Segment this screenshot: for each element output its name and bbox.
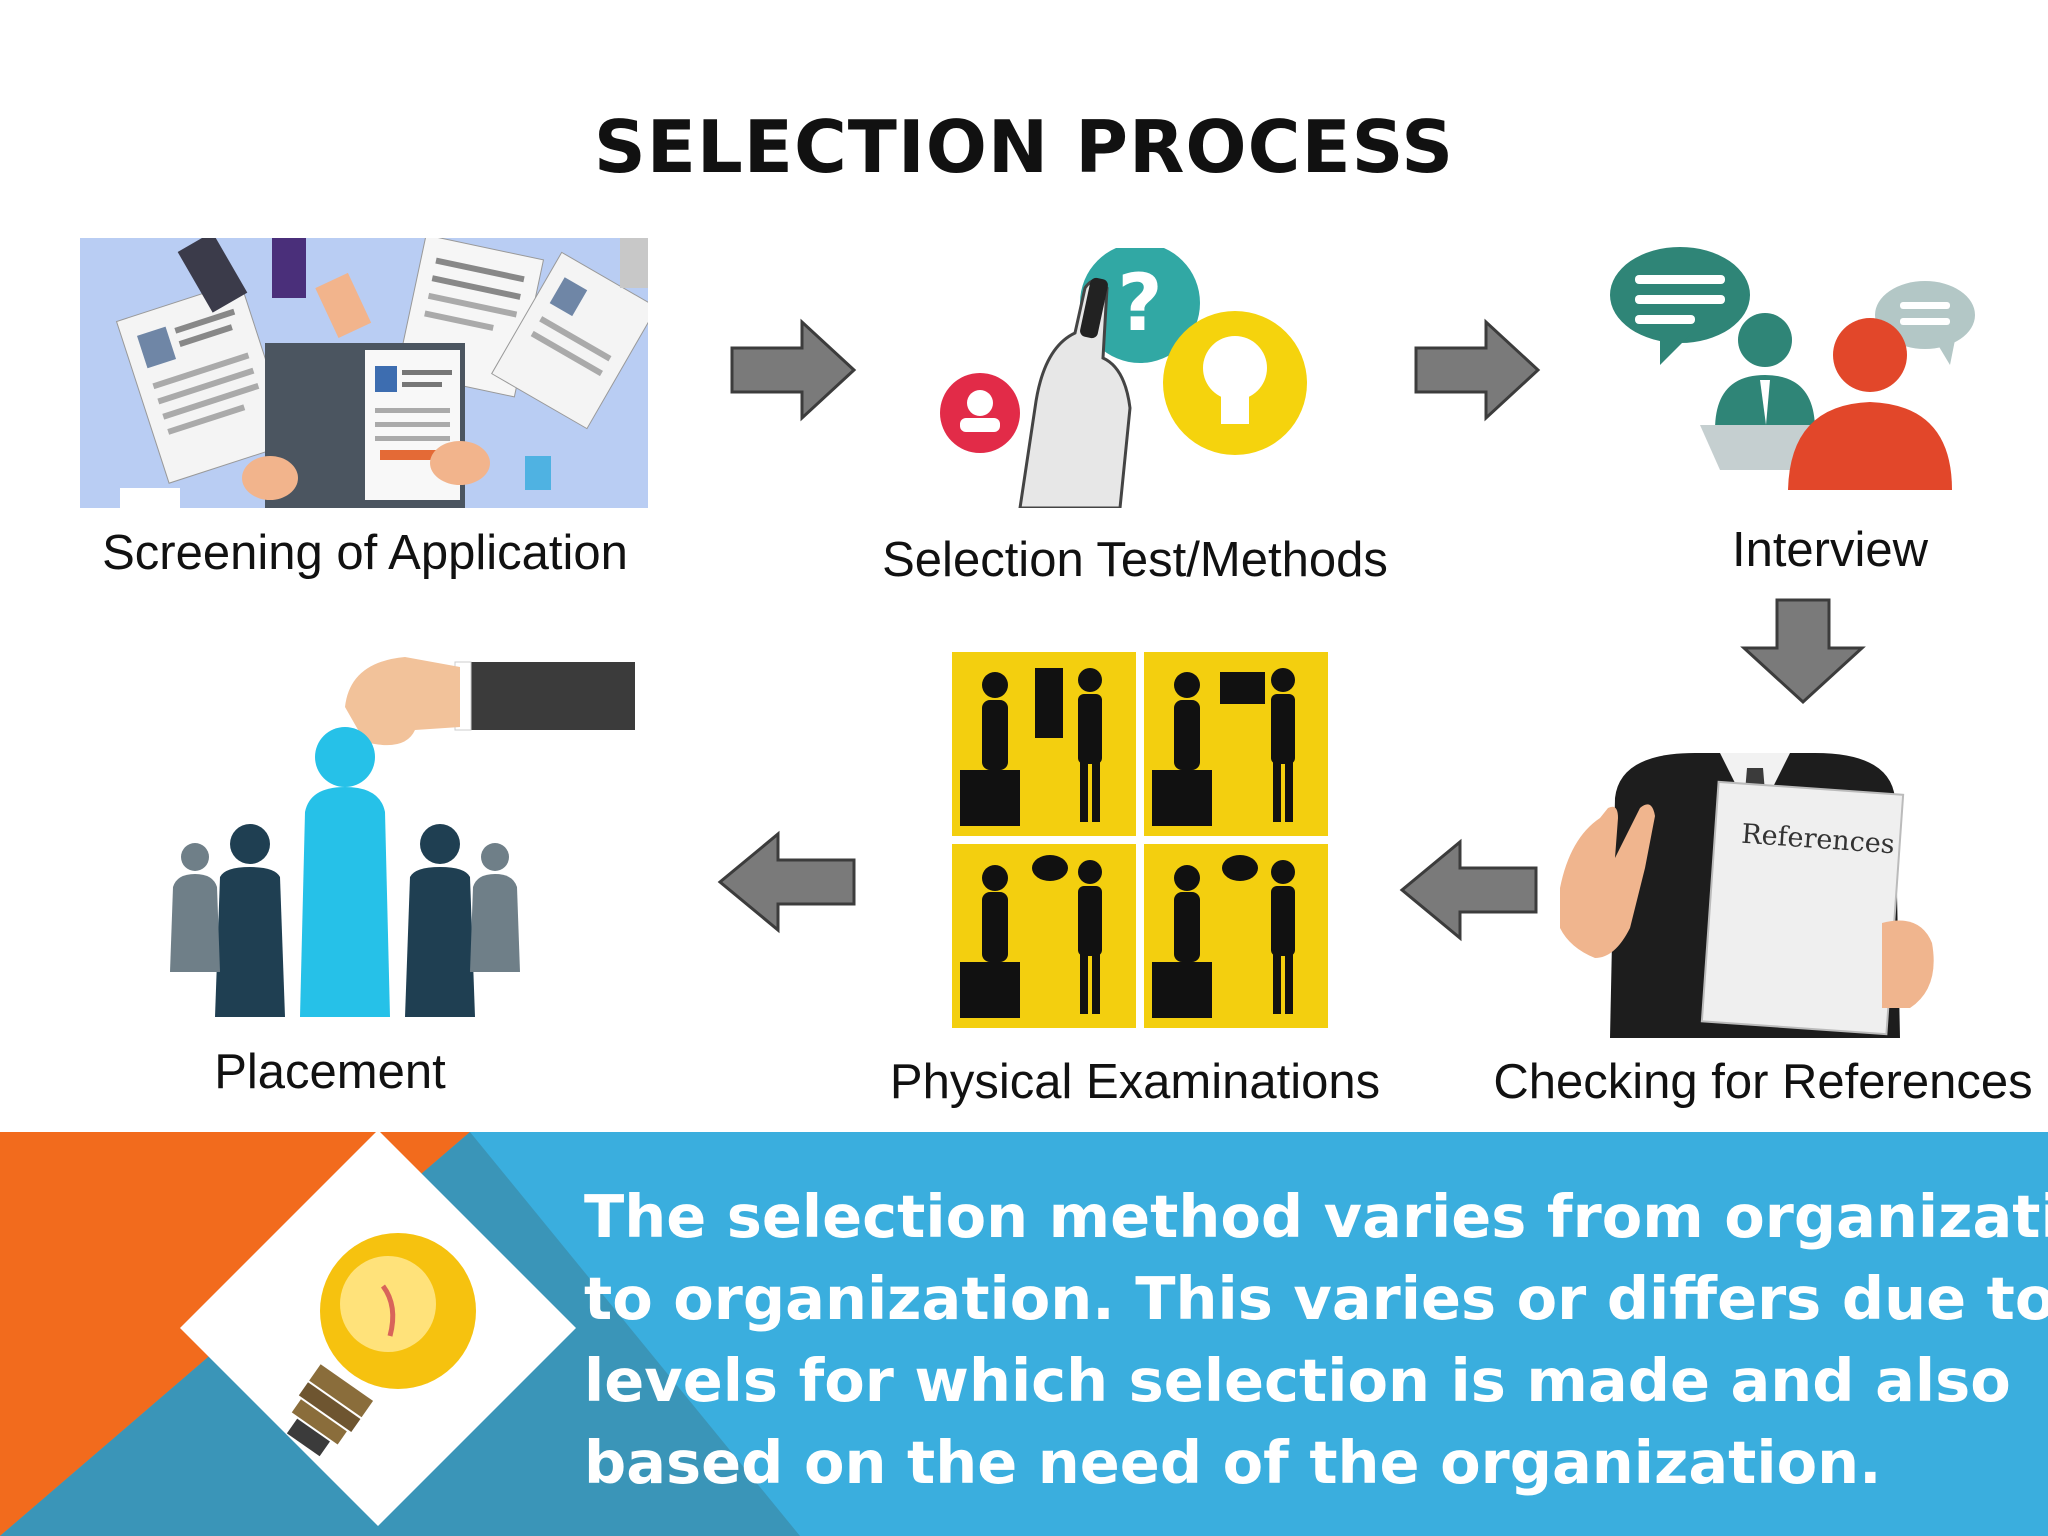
step-physical-image	[950, 650, 1330, 1030]
lightbulb-icon	[286, 1233, 476, 1457]
page-title: SELECTION PROCESS	[593, 105, 1455, 189]
step-label-interview: Interview	[1731, 523, 1929, 577]
note-banner: The selection method varies from organiz…	[0, 1132, 2048, 1536]
step-interview-image	[1600, 240, 1980, 505]
resume-review-icon	[80, 238, 648, 508]
placement-icon	[170, 657, 635, 1017]
note-line-4: based on the need of the organization.	[584, 1428, 1882, 1497]
note-text: The selection method varies from organiz…	[584, 1176, 2048, 1504]
flow-arrow-right-2	[1412, 318, 1542, 422]
note-line-1: The selection method varies from organiz…	[584, 1182, 2048, 1251]
physical-exam-icon	[950, 650, 1330, 1030]
note-line-3: levels for which selection is made and a…	[584, 1346, 2011, 1415]
step-test-image: ?	[925, 248, 1325, 508]
flow-arrow-down	[1740, 596, 1866, 706]
step-label-placement: Placement	[214, 1045, 446, 1099]
step-label-physical: Physical Examinations	[889, 1055, 1381, 1109]
interview-icon	[1610, 247, 1975, 490]
step-references-image: References	[1560, 748, 1950, 1038]
step-screening-image	[80, 238, 648, 508]
step-label-test: Selection Test/Methods	[882, 533, 1388, 587]
step-placement-image	[115, 612, 645, 1022]
step-label-screening: Screening of Application	[102, 526, 628, 580]
test-methods-icon: ?	[940, 248, 1307, 508]
flow-arrow-left-1	[1398, 838, 1540, 942]
flow-arrow-right-1	[728, 318, 858, 422]
svg-text:?: ?	[1117, 259, 1162, 349]
flow-arrow-left-2	[716, 830, 858, 934]
references-icon	[1560, 753, 1934, 1038]
note-line-2: to organization. This varies or differs …	[584, 1264, 2048, 1333]
step-label-references: Checking for References	[1493, 1055, 2033, 1109]
